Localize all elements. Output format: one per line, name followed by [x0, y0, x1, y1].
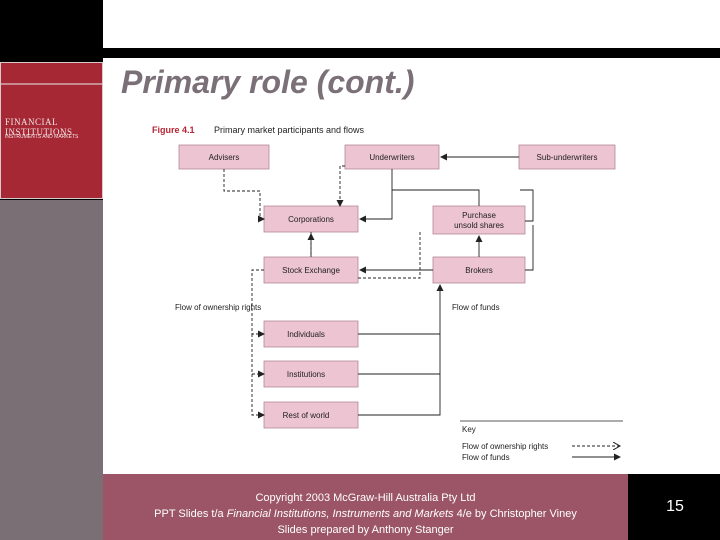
dashed-exchange-to-individuals — [251, 269, 265, 338]
arrow-brokers-loop — [525, 225, 534, 271]
slide-title: Primary role (cont.) — [121, 64, 415, 100]
node-label-stock-exchange: Stock Exchange — [282, 266, 340, 275]
dashed-to-institutions — [251, 334, 265, 378]
figure-number: Figure 4.1 — [152, 125, 195, 135]
slide-canvas — [103, 0, 720, 474]
label-flow-ownership: Flow of ownership rights — [175, 303, 261, 312]
book-cover-title: FINANCIAL INSTITUTIONS — [5, 117, 73, 137]
node-label-rest-of-world: Rest of world — [283, 411, 330, 420]
arrow-world-to-brokers — [358, 374, 441, 416]
node-label-advisers: Advisers — [209, 153, 240, 162]
footer-line2: PPT Slides t/a Financial Institutions, I… — [103, 506, 628, 522]
book-cover-stripe — [1, 83, 102, 85]
box-rest-of-world — [263, 401, 359, 429]
box-sub-underwriters — [518, 144, 616, 170]
box-advisers — [178, 144, 270, 170]
node-label-sub-underwriters: Sub-underwriters — [537, 153, 598, 162]
footer-line2-prefix: PPT Slides t/a — [154, 508, 227, 520]
dashed-advisers-to-corporations — [223, 169, 265, 223]
node-label-institutions: Institutions — [287, 370, 325, 379]
box-brokers — [432, 256, 526, 284]
arrow-institutions-to-brokers — [358, 334, 441, 375]
key-funds-label: Flow of funds — [462, 453, 510, 462]
box-institutions — [263, 360, 359, 388]
dashed-underwriters-to-corporations — [336, 165, 345, 207]
page-number: 15 — [666, 498, 684, 515]
node-label-underwriters: Underwriters — [369, 153, 414, 162]
arrow-underwriters-to-corporations — [359, 169, 393, 223]
arrow-purchase-loop — [520, 189, 534, 222]
node-label-brokers: Brokers — [465, 266, 493, 275]
dashed-exchange-to-purchase — [358, 232, 421, 279]
book-cover-image: FINANCIAL INSTITUTIONS INSTRUMENTS AND M… — [0, 62, 103, 199]
slide-top-white — [103, 0, 720, 48]
node-label-individuals: Individuals — [287, 330, 325, 339]
node-label-purchase-line2: unsold shares — [454, 221, 504, 230]
figure-caption: Primary market participants and flows — [214, 125, 365, 135]
footer-line1: Copyright 2003 McGraw-Hill Australia Pty… — [255, 492, 476, 504]
label-flow-funds: Flow of funds — [452, 303, 500, 312]
footer-band — [103, 474, 628, 540]
node-label-corporations: Corporations — [288, 215, 334, 224]
book-cover-subtitle: INSTRUMENTS AND MARKETS — [5, 134, 79, 140]
box-stock-exchange — [263, 256, 359, 284]
arrow-individuals-to-brokers — [358, 284, 444, 335]
footer-text: Copyright 2003 McGraw-Hill Australia Pty… — [103, 490, 628, 538]
key-title: Key — [462, 425, 476, 434]
node-label-purchase-line1: Purchase — [462, 211, 496, 220]
footer-line2-italic: Financial Institutions, Instruments and … — [226, 508, 454, 520]
box-underwriters — [344, 144, 440, 170]
key-ownership-label: Flow of ownership rights — [462, 442, 548, 451]
arrow-purchase-to-underwriters — [392, 189, 480, 206]
footer-line2-suffix: 4/e by Christopher Viney — [453, 508, 577, 520]
footer-line3: Slides prepared by Anthony Stanger — [277, 524, 454, 536]
dashed-to-rest-of-world — [251, 374, 265, 419]
